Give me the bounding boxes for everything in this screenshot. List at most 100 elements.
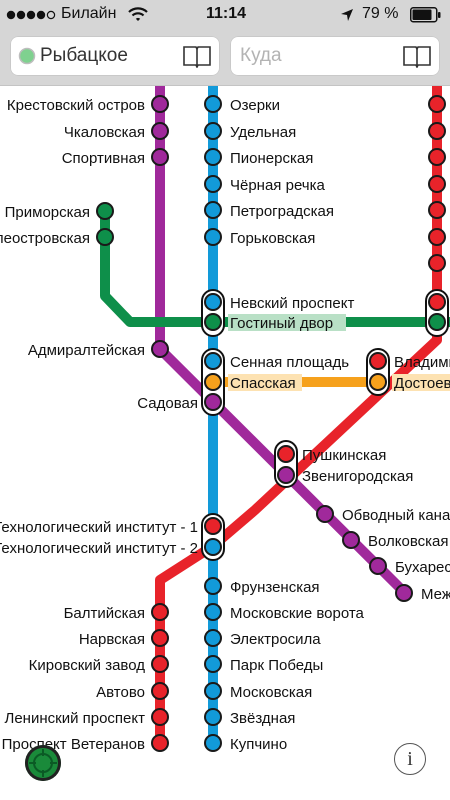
station-dot[interactable] xyxy=(96,228,114,246)
station-label[interactable]: Озерки xyxy=(230,97,280,114)
station-label[interactable]: Удельная xyxy=(230,124,296,141)
station-dot[interactable] xyxy=(151,629,169,647)
station-label[interactable]: Парк Победы xyxy=(230,657,323,674)
station-dot[interactable] xyxy=(204,577,222,595)
station-dot[interactable] xyxy=(428,175,446,193)
station-dot[interactable] xyxy=(277,445,295,463)
info-button[interactable]: i xyxy=(394,743,426,775)
station-dot[interactable] xyxy=(316,505,334,523)
station-dot[interactable] xyxy=(395,584,413,602)
station-label[interactable]: Электросила xyxy=(230,631,321,648)
station-dot[interactable] xyxy=(151,603,169,621)
station-dot[interactable] xyxy=(428,228,446,246)
station-dot[interactable] xyxy=(204,393,222,411)
station-dot[interactable] xyxy=(369,352,387,370)
station-dot[interactable] xyxy=(204,148,222,166)
station-dot[interactable] xyxy=(204,538,222,556)
to-field[interactable] xyxy=(230,36,440,76)
station-dot[interactable] xyxy=(204,734,222,752)
station-label[interactable]: Чёрная речка xyxy=(230,177,325,194)
station-dot[interactable] xyxy=(151,708,169,726)
station-label[interactable]: Спортивная xyxy=(62,150,145,167)
station-label[interactable]: Приморская xyxy=(5,204,90,221)
station-dot[interactable] xyxy=(151,340,169,358)
station-dot[interactable] xyxy=(369,373,387,391)
station-dot[interactable] xyxy=(342,531,360,549)
station-dot[interactable] xyxy=(204,95,222,113)
station-dot[interactable] xyxy=(204,293,222,311)
station-label[interactable]: Технологический институт - 2 xyxy=(0,540,198,557)
station-label[interactable]: Горьковская xyxy=(230,230,315,247)
station-dot[interactable] xyxy=(151,122,169,140)
to-input[interactable] xyxy=(240,36,380,76)
station-label[interactable]: Достоевская xyxy=(394,375,450,392)
station-dot[interactable] xyxy=(204,682,222,700)
status-bar: Билайн 11:14 79 % xyxy=(0,0,450,30)
station-label[interactable]: Звенигородская xyxy=(302,468,413,485)
station-dot[interactable] xyxy=(428,95,446,113)
station-label[interactable]: Московская xyxy=(230,684,312,701)
book-icon[interactable] xyxy=(402,44,432,68)
station-label[interactable]: Нарвская xyxy=(79,631,145,648)
locate-button[interactable] xyxy=(25,745,61,781)
station-dot[interactable] xyxy=(277,466,295,484)
station-label[interactable]: Проспект Ветеранов xyxy=(2,736,145,753)
station-dot[interactable] xyxy=(204,708,222,726)
station-label[interactable]: Пионерская xyxy=(230,150,313,167)
station-dot[interactable] xyxy=(428,201,446,219)
station-dot[interactable] xyxy=(204,228,222,246)
station-label[interactable]: Кировский завод xyxy=(29,657,146,674)
from-input[interactable] xyxy=(40,36,180,76)
station-label[interactable]: Адмиралтейская xyxy=(28,342,145,359)
station-dot[interactable] xyxy=(204,517,222,535)
station-label[interactable]: Садовая xyxy=(137,395,198,412)
station-dot[interactable] xyxy=(369,557,387,575)
station-dot[interactable] xyxy=(96,202,114,220)
from-field[interactable] xyxy=(10,36,220,76)
station-label[interactable]: Технологический институт - 1 xyxy=(0,519,198,536)
station-label[interactable]: Гостиный двор xyxy=(230,315,333,332)
battery-icon xyxy=(410,7,441,23)
station-label[interactable]: Сенная площадь xyxy=(230,354,349,371)
station-dot[interactable] xyxy=(204,352,222,370)
station-label[interactable]: Фрунзенская xyxy=(230,579,320,596)
station-dot[interactable] xyxy=(428,148,446,166)
station-dot[interactable] xyxy=(151,95,169,113)
station-dot[interactable] xyxy=(204,655,222,673)
station-dot[interactable] xyxy=(204,629,222,647)
metro-map[interactable]: Крестовский остров Чкаловская Спортивная… xyxy=(0,86,450,800)
station-label[interactable]: Крестовский остров xyxy=(7,97,145,114)
station-label[interactable]: Ленинский проспект xyxy=(5,710,146,727)
station-label[interactable]: Московские ворота xyxy=(230,605,365,622)
station-dot[interactable] xyxy=(204,603,222,621)
station-label[interactable]: Василеостровская xyxy=(0,230,90,247)
station-dot[interactable] xyxy=(428,254,446,272)
station-label[interactable]: Обводный канал xyxy=(342,507,450,524)
station-dot[interactable] xyxy=(204,122,222,140)
station-label[interactable]: Пушкинская xyxy=(302,447,386,464)
station-dot[interactable] xyxy=(151,655,169,673)
station-label[interactable]: Чкаловская xyxy=(64,124,145,141)
station-dot[interactable] xyxy=(151,734,169,752)
station-dot[interactable] xyxy=(204,313,222,331)
station-label[interactable]: Звёздная xyxy=(230,710,295,727)
station-label[interactable]: Петроградская xyxy=(230,203,334,220)
station-dot[interactable] xyxy=(151,148,169,166)
station-label[interactable]: Бухарестская xyxy=(395,559,450,576)
station-dot[interactable] xyxy=(428,293,446,311)
station-label[interactable]: Автово xyxy=(96,684,145,701)
station-label[interactable]: Международная xyxy=(421,586,450,603)
station-dot[interactable] xyxy=(204,373,222,391)
station-label[interactable]: Купчино xyxy=(230,736,287,753)
book-icon[interactable] xyxy=(182,44,212,68)
station-label[interactable]: Владимирская xyxy=(394,354,450,371)
station-dot[interactable] xyxy=(151,682,169,700)
station-dot[interactable] xyxy=(204,175,222,193)
station-dot[interactable] xyxy=(428,122,446,140)
station-label[interactable]: Невский проспект xyxy=(230,295,354,312)
station-label[interactable]: Спасская xyxy=(230,375,296,392)
station-label[interactable]: Волковская xyxy=(368,533,449,550)
station-label[interactable]: Балтийская xyxy=(64,605,145,622)
station-dot[interactable] xyxy=(204,201,222,219)
station-dot[interactable] xyxy=(428,313,446,331)
